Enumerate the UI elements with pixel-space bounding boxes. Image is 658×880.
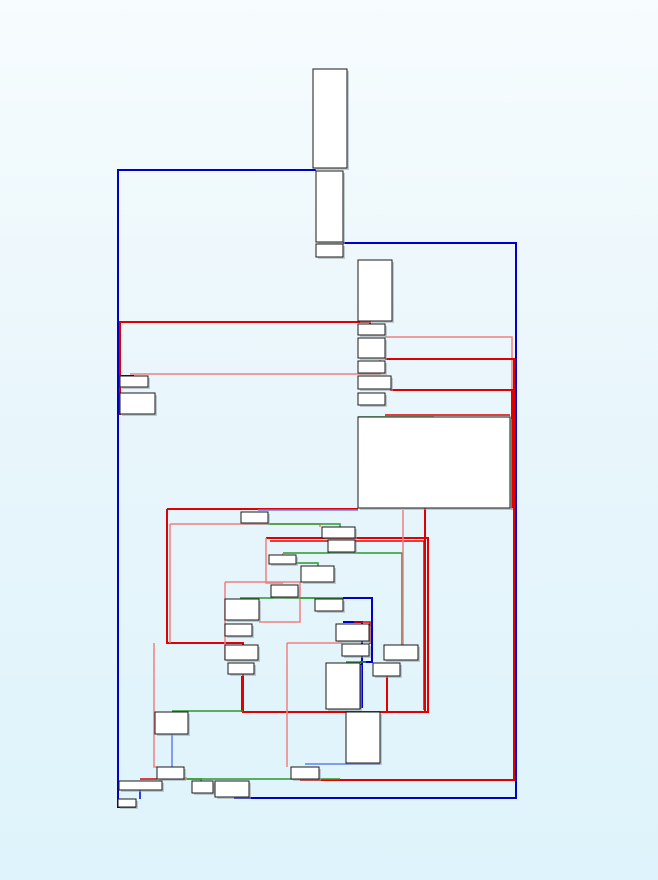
flow-edge [268, 523, 341, 527]
basic-block-node[interactable] [117, 798, 138, 809]
node-box[interactable] [341, 643, 370, 657]
node-box[interactable] [357, 360, 386, 374]
node-box[interactable] [191, 780, 214, 794]
basic-block-node[interactable] [383, 644, 420, 662]
node-box[interactable] [315, 243, 344, 258]
flow-edge [266, 537, 429, 713]
node-box[interactable] [357, 392, 386, 406]
basic-block-node[interactable] [321, 526, 357, 540]
graph-nodes [117, 68, 512, 809]
node-box[interactable] [156, 766, 185, 780]
node-box[interactable] [315, 170, 344, 243]
basic-block-node[interactable] [357, 375, 393, 391]
basic-block-node[interactable] [191, 780, 215, 795]
basic-block-node[interactable] [270, 584, 300, 599]
basic-block-node[interactable] [268, 554, 298, 566]
basic-block-node[interactable] [315, 243, 345, 259]
basic-block-node[interactable] [357, 323, 387, 337]
basic-block-node[interactable] [372, 662, 402, 678]
flow-edge [225, 581, 301, 623]
basic-block-node[interactable] [118, 780, 164, 792]
basic-block-node[interactable] [240, 511, 270, 525]
node-box[interactable] [357, 416, 511, 509]
flow-edge [283, 552, 403, 645]
flow-edge [270, 540, 425, 710]
basic-block-node[interactable] [119, 375, 150, 389]
basic-block-node[interactable] [290, 766, 321, 781]
basic-block-node[interactable] [345, 711, 382, 765]
node-box[interactable] [117, 798, 137, 808]
basic-block-node[interactable] [325, 662, 362, 711]
basic-block-node[interactable] [154, 711, 190, 736]
node-box[interactable] [335, 623, 370, 642]
node-box[interactable] [240, 511, 269, 524]
node-box[interactable] [327, 539, 356, 553]
basic-block-node[interactable] [335, 623, 371, 643]
basic-block-node[interactable] [357, 259, 394, 323]
node-box[interactable] [214, 780, 250, 798]
node-box[interactable] [268, 554, 297, 565]
basic-block-node[interactable] [357, 392, 387, 407]
flow-edge [296, 562, 319, 566]
node-box[interactable] [224, 598, 260, 621]
basic-block-node[interactable] [224, 598, 261, 622]
basic-block-node[interactable] [312, 68, 349, 170]
node-box[interactable] [224, 623, 253, 637]
basic-block-node[interactable] [300, 565, 336, 584]
basic-block-node[interactable] [315, 170, 345, 244]
node-box[interactable] [314, 598, 344, 612]
basic-block-node[interactable] [227, 662, 256, 676]
node-box[interactable] [119, 392, 156, 415]
flow-edge [119, 321, 371, 415]
basic-block-node[interactable] [357, 360, 387, 375]
node-box[interactable] [118, 780, 163, 791]
flow-edge [130, 360, 381, 375]
basic-block-node[interactable] [119, 392, 157, 416]
node-box[interactable] [290, 766, 320, 780]
node-box[interactable] [345, 711, 381, 764]
basic-block-node[interactable] [357, 416, 512, 510]
flow-edge [184, 778, 202, 781]
node-box[interactable] [312, 68, 348, 169]
node-box[interactable] [357, 337, 386, 359]
basic-block-node[interactable] [327, 539, 357, 554]
node-box[interactable] [321, 526, 356, 539]
flow-edge [265, 538, 283, 584]
node-box[interactable] [383, 644, 419, 661]
basic-block-node[interactable] [314, 598, 345, 613]
node-box[interactable] [227, 662, 255, 675]
node-box[interactable] [357, 323, 386, 336]
node-box[interactable] [154, 711, 189, 735]
node-box[interactable] [357, 375, 392, 390]
basic-block-node[interactable] [224, 644, 260, 662]
basic-block-node[interactable] [357, 337, 387, 360]
basic-block-node[interactable] [156, 766, 186, 781]
flow-edge [153, 643, 157, 768]
flow-edge [234, 242, 517, 799]
node-box[interactable] [325, 662, 361, 710]
node-box[interactable] [224, 644, 259, 661]
node-box[interactable] [119, 375, 149, 388]
basic-block-node[interactable] [214, 780, 251, 799]
node-box[interactable] [372, 662, 401, 677]
node-box[interactable] [357, 259, 393, 322]
flow-edge [300, 358, 515, 781]
graph-edges [117, 169, 517, 808]
node-box[interactable] [300, 565, 335, 583]
basic-block-node[interactable] [224, 623, 254, 638]
node-box[interactable] [270, 584, 299, 598]
basic-block-node[interactable] [341, 643, 371, 658]
